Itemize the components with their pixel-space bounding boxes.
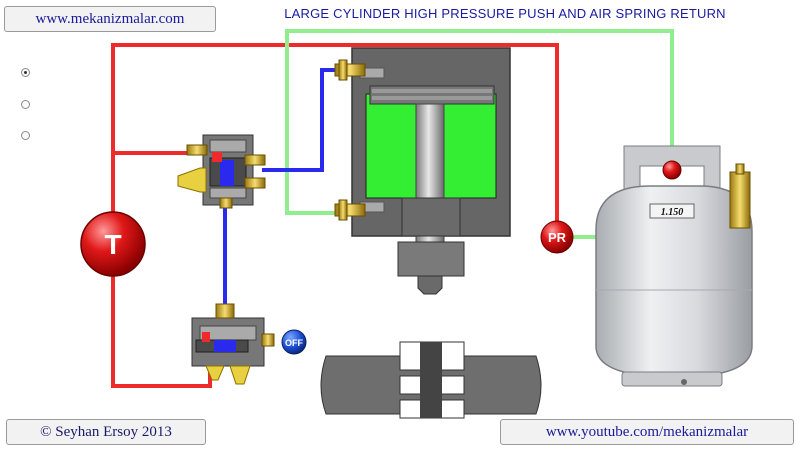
large-cylinder — [351, 47, 511, 295]
timer-indicator: T — [80, 211, 146, 277]
pilot-valve-upper — [177, 134, 266, 209]
cylinder-port-fittings — [334, 59, 366, 221]
site-link[interactable]: www.mekanizmalar.com — [4, 6, 216, 32]
timer-label: T — [104, 229, 121, 260]
pilot-valve-lower — [191, 303, 275, 385]
off-button-label: OFF — [285, 338, 303, 348]
pressing-block — [320, 341, 542, 419]
pressure-regulator-label: PR — [548, 230, 567, 245]
mode-radio-2[interactable] — [21, 100, 30, 109]
mode-radio-3[interactable] — [21, 131, 30, 140]
copyright-text: © Seyhan Ersoy 2013 — [6, 419, 206, 445]
youtube-link[interactable]: www.youtube.com/mekanizmalar — [500, 419, 794, 445]
pressure-regulator: PR — [540, 220, 574, 254]
tank-gauge-value: 1.150 — [661, 207, 684, 218]
page-title: LARGE CYLINDER HIGH PRESSURE PUSH AND AI… — [284, 6, 726, 21]
air-tank — [595, 145, 753, 387]
mode-radio-1[interactable] — [21, 68, 30, 77]
off-button[interactable]: OFF — [281, 329, 307, 355]
